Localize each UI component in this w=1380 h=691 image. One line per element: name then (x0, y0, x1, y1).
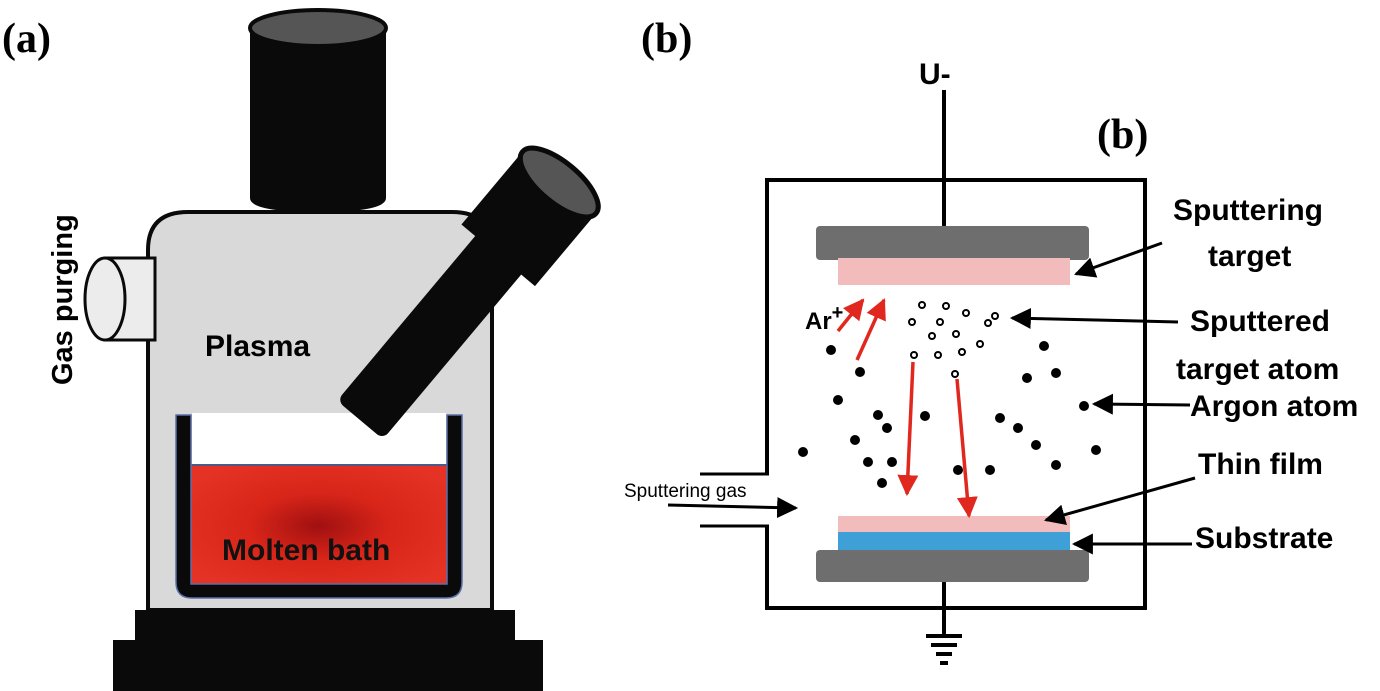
callout-arrows (1009, 241, 1196, 555)
voltage-label: U- (919, 58, 951, 91)
sputtered-atom (952, 330, 960, 338)
crucible-opening (192, 413, 446, 468)
label-sputtering-target-line2: target (1208, 240, 1291, 273)
argon-atom (1079, 401, 1089, 411)
sputtered-atom (910, 351, 918, 359)
vacuum-chamber (765, 178, 1147, 610)
sputtered-atom (918, 301, 926, 309)
argon-atom (798, 447, 808, 457)
gas-inlet-arrow (667, 497, 799, 519)
callout-arrow-target (1074, 241, 1163, 278)
sputtered-atom (962, 309, 970, 317)
callout-arrow-argon (1091, 393, 1191, 415)
panel-a: (a) Gas purging Plasma Molten bath (2, 8, 601, 691)
sputtered-atom (936, 318, 944, 326)
argon-atom (1022, 373, 1032, 383)
label-substrate: Substrate (1195, 522, 1333, 555)
ar-ion-label: Ar+ (805, 302, 843, 335)
label-sputtered-line1: Sputtered (1190, 305, 1330, 338)
argon-atom (1039, 341, 1049, 351)
panel-a-label: (a) (2, 16, 51, 62)
sputtered-atom (934, 351, 942, 359)
ground-icon (926, 634, 962, 665)
panel-b-label: (b) (641, 16, 692, 62)
ion-arrow-1 (836, 298, 865, 333)
argon-atom (985, 465, 995, 475)
molten-bath (190, 465, 448, 587)
base-plate-upper (135, 610, 515, 644)
sputtered-atom (908, 318, 916, 326)
argon-atom (1031, 440, 1041, 450)
sputtered-atom (984, 319, 992, 327)
inlet-gap (762, 474, 772, 526)
argon-atom (833, 395, 843, 405)
argon-atom (887, 457, 897, 467)
top-column (250, 28, 386, 212)
sputtered-atom (958, 348, 966, 356)
gas-port (83, 256, 157, 342)
plasma-label: Plasma (205, 330, 310, 363)
label-sputtered-line2: target atom (1176, 353, 1339, 386)
sputter-arrow-1 (897, 361, 919, 497)
top-column-cap (250, 10, 386, 46)
argon-atom (855, 367, 865, 377)
argon-atoms (798, 341, 1101, 488)
sputtering-gas-label: Sputtering gas (624, 481, 747, 502)
sputtered-atom (976, 340, 984, 348)
label-argon-atom: Argon atom (1190, 390, 1358, 423)
argon-atom (953, 465, 963, 475)
argon-atom (826, 345, 836, 355)
sputtering-target (838, 258, 1070, 285)
sputter-arrow-2 (955, 378, 978, 519)
argon-atom (873, 410, 883, 420)
panel-b: (b) (b) U- Sputtering gas Ar+ (624, 16, 1358, 665)
argon-atom (1051, 460, 1061, 470)
label-thin-film: Thin film (1198, 448, 1323, 481)
argon-atom (1051, 368, 1061, 378)
argon-atom (1091, 445, 1101, 455)
anode-electrode (816, 550, 1089, 582)
argon-atom (882, 423, 892, 433)
argon-atom (1013, 423, 1023, 433)
molten-bath-label: Molten bath (222, 534, 390, 567)
sputtered-atom (942, 302, 950, 310)
argon-atom (863, 457, 873, 467)
component-labels: Sputtering target Sputtered target atom … (1173, 194, 1358, 555)
top-column-cap-rim (248, 8, 388, 48)
sputtered-atom (928, 332, 936, 340)
cathode-electrode (816, 226, 1089, 260)
panel-b-inset-label: (b) (1097, 112, 1148, 158)
callout-arrow-sputtered (1009, 307, 1179, 329)
ion-trajectories (836, 298, 978, 519)
gas-purging-label: Gas purging (47, 214, 79, 385)
sputtered-atom (951, 370, 959, 378)
argon-atom (877, 478, 887, 488)
label-sputtering-target-line1: Sputtering (1173, 194, 1323, 227)
argon-atom (850, 435, 860, 445)
callout-arrow-thin-film (1043, 476, 1196, 525)
thin-film (838, 516, 1070, 532)
ion-arrow-2 (855, 298, 886, 361)
argon-atom (995, 413, 1005, 423)
sputtered-atoms (908, 301, 999, 378)
crucible-wall (175, 414, 463, 599)
plasma-torch (340, 145, 601, 437)
base-plate-lower (113, 640, 543, 691)
argon-atom (920, 411, 930, 421)
sputtered-atom (991, 312, 999, 320)
